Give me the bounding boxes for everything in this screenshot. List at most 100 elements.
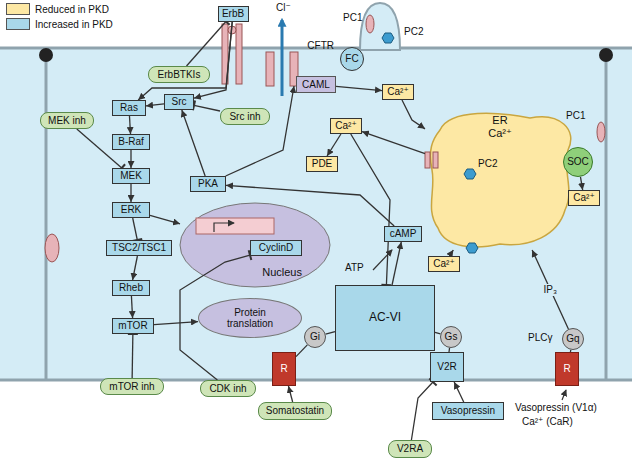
legend-swatch — [6, 18, 30, 30]
protein-box: CAML — [296, 76, 336, 93]
legend-text: Increased in PKD — [35, 19, 113, 30]
ligand-arrow — [562, 390, 566, 400]
protein-box: Ras — [112, 100, 146, 116]
pc2-protein — [382, 33, 394, 43]
connector — [130, 150, 131, 168]
connector — [150, 215, 180, 223]
cftr-channel — [266, 52, 274, 86]
membrane-protein — [45, 234, 59, 262]
connector — [131, 334, 133, 378]
protein-circle: FC — [340, 47, 364, 71]
node-text: PDE — [312, 158, 333, 170]
pc1-protein — [366, 15, 374, 33]
node-text: Src inh — [229, 111, 260, 123]
legend-swatch — [6, 3, 30, 15]
node-text: Somatostatin — [266, 405, 324, 417]
node-text: V2RA — [397, 443, 423, 455]
connector — [454, 382, 464, 402]
node-text: FC — [345, 53, 358, 65]
ion-box: Ca²⁺ — [568, 190, 600, 206]
connector — [288, 386, 292, 402]
connector — [392, 242, 401, 285]
ion-box: Ca²⁺ — [382, 84, 414, 100]
node-text: Nucleus — [262, 266, 302, 279]
node-text: PKA — [198, 178, 218, 190]
node-text: Gs — [445, 331, 458, 343]
node-text: Ca²⁺ — [573, 192, 594, 204]
connector — [133, 256, 138, 280]
channel-circle: SOC — [563, 147, 593, 177]
node-text: Vasopressin — [441, 405, 495, 417]
legend-text: Reduced in PKD — [35, 4, 109, 15]
ion-box: Ca²⁺ — [330, 118, 362, 134]
legend-entry: Increased in PKD — [6, 18, 113, 30]
protein-box: MEK — [112, 168, 150, 184]
protein-box: Src — [164, 94, 194, 110]
g-protein-circle: Gs — [440, 326, 462, 348]
node-text: Protein translation — [214, 307, 286, 330]
messenger-box: cAMP — [384, 226, 422, 242]
node-text: Ras — [120, 102, 138, 114]
legend-entry: Reduced in PKD — [6, 3, 109, 15]
node-text: Ca²⁺ — [433, 258, 454, 270]
annotation-label: PC2 — [478, 158, 497, 170]
connector — [326, 332, 335, 335]
basal-membrane — [0, 379, 632, 382]
node-text: V2R — [437, 361, 456, 373]
connector — [226, 86, 294, 176]
node-text: R — [280, 363, 287, 375]
tight-junction — [599, 48, 613, 62]
protein-box: TSC2/TSC1 — [106, 240, 172, 256]
node-text: CAML — [302, 79, 330, 91]
connector — [138, 22, 232, 101]
endoplasmic-reticulum — [430, 113, 570, 247]
connector — [130, 184, 131, 202]
node-text: AC-VI — [369, 311, 401, 325]
connector — [336, 86, 382, 90]
inhibitor-box: MEK inh — [40, 112, 94, 129]
node-text: MEK — [120, 170, 142, 182]
node-text: ERK — [121, 204, 142, 216]
drug-box: V2RA — [388, 440, 432, 458]
protein-box: B-Raf — [112, 134, 150, 150]
node-text: mTOR — [118, 320, 147, 332]
connector — [187, 22, 226, 67]
atp-arrow — [373, 250, 392, 270]
connector — [226, 185, 394, 226]
inhibitor-box: mTOR inh — [100, 378, 164, 395]
node-text: B-Raf — [118, 136, 144, 148]
node-text: CFTR — [307, 40, 334, 52]
lateral-membrane — [45, 48, 48, 380]
annotation-label: PC2 — [404, 26, 423, 38]
nucleus: Nucleus CyclinD — [180, 203, 330, 287]
erbb-receptor — [236, 24, 242, 84]
node-text: R — [563, 363, 570, 375]
node-text: Src — [172, 96, 187, 108]
pc2-protein — [466, 243, 478, 253]
node-text: SOC — [567, 156, 589, 168]
protein-box: mTOR — [112, 318, 154, 334]
inhibitor-box: ErbBTKIs — [148, 66, 210, 83]
node-text: Ca²⁺ — [387, 86, 408, 98]
node-text: MEK inh — [48, 115, 86, 127]
cytoplasm — [0, 48, 632, 380]
connector — [411, 382, 433, 440]
protein-box: CyclinD — [250, 240, 302, 256]
connector — [532, 250, 568, 329]
er-channel — [425, 152, 430, 168]
connector — [131, 296, 132, 318]
organelle: ERCa²⁺ — [425, 110, 575, 250]
annotation-label: PC1 — [566, 110, 585, 122]
ligand-box: Somatostatin — [258, 402, 332, 420]
inhibitor-box: Src inh — [220, 108, 270, 125]
er-channel — [433, 152, 438, 168]
receptor-box: R — [555, 352, 579, 386]
gene-box — [196, 218, 274, 234]
ion-box: Ca²⁺ — [428, 256, 460, 272]
receptor-box: V2R — [430, 352, 464, 382]
chloride-flux-arrow — [281, 20, 284, 96]
enzyme-box: PDE — [306, 156, 338, 172]
annotation-label: PC1 — [343, 12, 362, 24]
node-text: Ca²⁺ — [335, 120, 356, 132]
